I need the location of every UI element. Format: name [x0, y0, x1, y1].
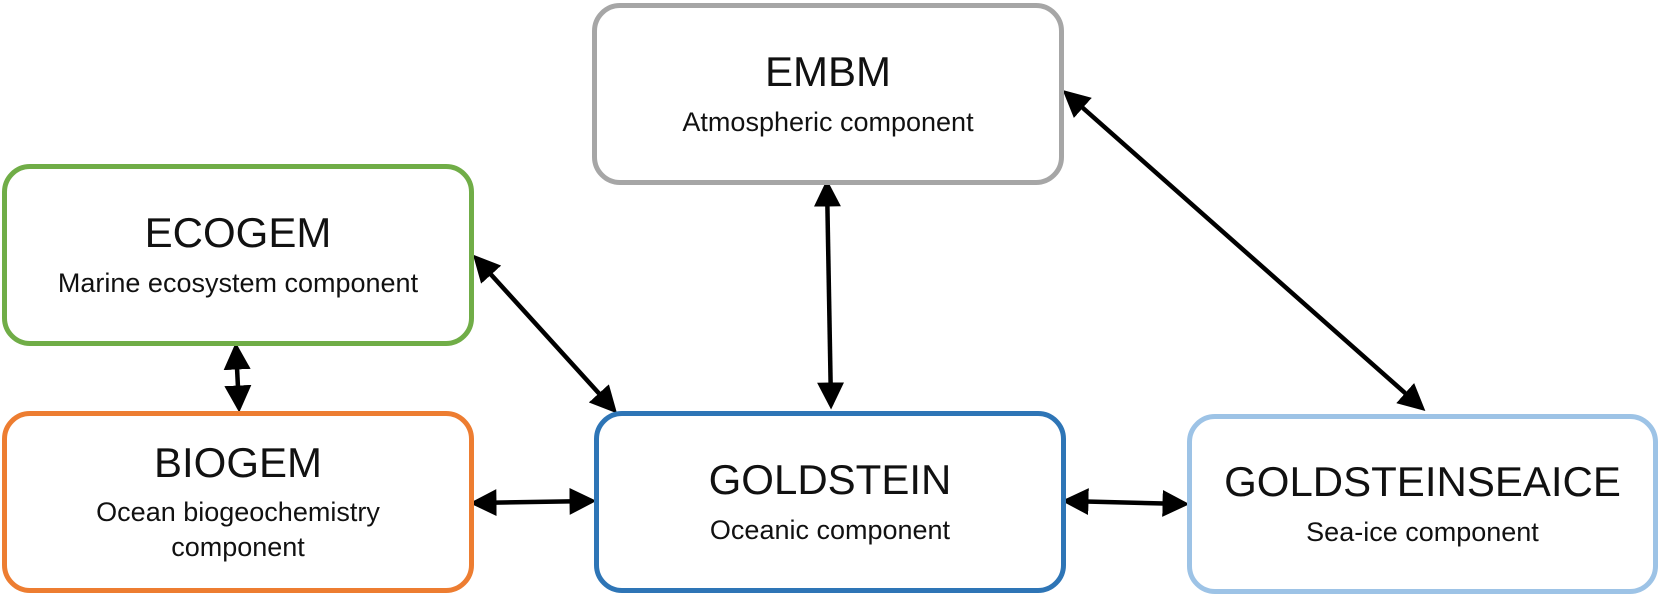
goldstein-title: GOLDSTEIN: [708, 456, 952, 504]
goldstein-box: GOLDSTEIN Oceanic component: [594, 411, 1066, 593]
arrow-biogem-goldstein: [469, 487, 597, 517]
ecogem-box: ECOGEM Marine ecosystem component: [2, 164, 474, 346]
biogem-title: BIOGEM: [153, 438, 323, 486]
embm-title: EMBM: [765, 48, 891, 96]
seaice-box: GOLDSTEINSEAICE Sea-ice component: [1187, 414, 1658, 594]
ecogem-subtitle: Marine ecosystem component: [57, 267, 419, 298]
arrow-ecogem-goldstein: [472, 254, 618, 414]
embm-subtitle: Atmospheric component: [682, 106, 974, 137]
goldstein-subtitle: Oceanic component: [709, 514, 951, 545]
biogem-box: BIOGEM Ocean biogeochemistry component: [2, 411, 474, 593]
ecogem-title: ECOGEM: [144, 209, 332, 257]
embm-box: EMBM Atmospheric component: [592, 3, 1064, 185]
arrow-embm-seaice: [1062, 90, 1426, 411]
biogem-subtitle: Ocean biogeochemistry component: [96, 497, 380, 563]
arrow-goldstein-seaice: [1061, 488, 1190, 517]
arrow-embm-goldstein: [813, 179, 845, 410]
seaice-subtitle: Sea-ice component: [1306, 516, 1539, 547]
seaice-title: GOLDSTEINSEAICE: [1224, 458, 1621, 506]
arrow-ecogem-biogem: [223, 342, 252, 413]
